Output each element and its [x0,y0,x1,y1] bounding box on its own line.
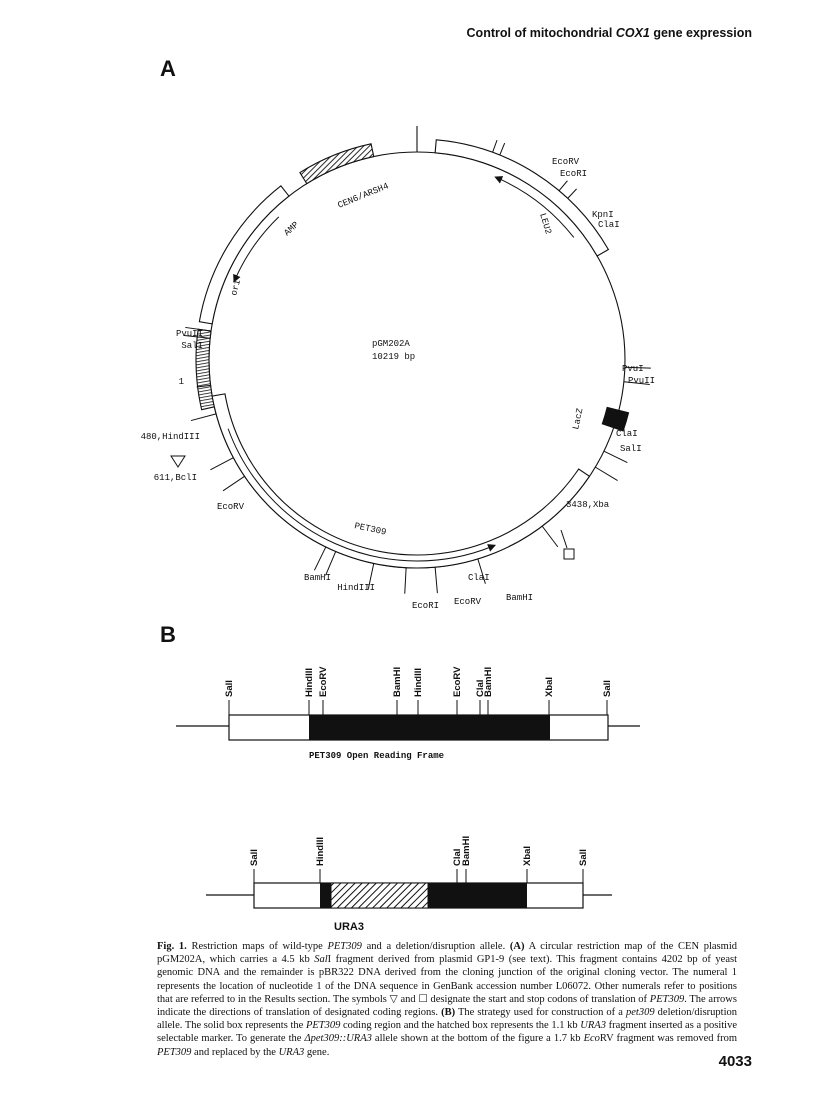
pet309-arrow [227,428,497,562]
site-tick [603,450,628,464]
site-tick [222,475,245,492]
site-label: EcoRV [454,597,482,607]
site-tick [499,142,506,156]
site-label: ClaI [475,680,486,697]
site-tick [623,381,650,385]
site-label: KpnI [592,210,614,220]
pet309-orf-caption: PET309 Open Reading Frame [309,751,444,761]
pet309-box [211,393,591,569]
site-tick [313,546,327,571]
feature-label-ori: ori [229,279,243,297]
site-tick [624,366,651,369]
site-label: ClaI [616,429,638,439]
site-label: EcoRI [412,601,439,611]
ura3-hatched-box [330,882,429,909]
page-number: 4033 [718,1053,752,1070]
site-label: HindIII [304,668,315,697]
site-tick [477,558,486,584]
site-label: EcoRV [552,157,580,167]
site-label: PvuI [622,364,644,374]
feature-label-cen6-arsh4: CEN6/ARSH4 [336,181,390,211]
site-label: BamHI [304,573,331,583]
site-label: SalI [249,849,260,866]
site-tick [434,567,438,594]
site-label: XbaI [522,846,533,866]
site-label: ClaI [598,220,620,230]
site-label: EcoRV [452,666,463,697]
site-label: ClaI [452,849,463,866]
site-tick [595,466,618,481]
site-tick [190,413,217,422]
site-label: EcoRV [318,666,329,697]
site-label: EcoRV [217,502,245,512]
site-label: BamHI [483,667,494,697]
site-tick [185,326,212,332]
site-label: PvuII [628,376,655,386]
site-tick [325,551,337,576]
site-label: SalI [602,680,613,697]
site-label: 480,HindIII [141,432,200,442]
site-label: BamHI [506,593,533,603]
amp-arrow [233,216,280,283]
site-label: BamHI [392,667,403,697]
stop-codon-square [563,548,575,560]
site-label: 3438,Xba [566,500,610,510]
site-label: SalI [620,444,642,454]
site-tick [184,335,211,339]
figure-caption: Fig. 1. Restriction maps of wild-type PE… [157,941,737,1058]
site-tick [367,563,375,589]
cen6-arsh4-box [299,143,375,185]
site-label: SalI [578,849,589,866]
site-tick [558,180,568,192]
feature-label-pet309: PET309 [353,521,387,538]
feature-label-leu2: LEU2 [537,212,553,236]
leu2-box [434,139,610,257]
plasmid-circle-group: CEN6/ARSH4LEU2AMPoriLacZPET309EcoRVEcoRI… [141,126,655,611]
site-label: EcoRI [560,169,587,179]
lacz-box [601,406,630,432]
site-label: HindIII [337,583,375,593]
site-tick [541,525,559,548]
site-tick [492,139,498,153]
running-head: Control of mitochondrial COX1 gene expre… [466,26,752,40]
feature-label-lacz: LacZ [571,407,585,431]
ura3-label: URA3 [334,921,364,930]
amp-box [198,185,290,325]
site-tick [404,567,407,594]
leu2-arrow [494,176,575,238]
start-codon-triangle [170,455,186,468]
site-tick [567,188,577,199]
site-label: ClaI [468,573,490,583]
site-label: SalI [181,341,203,351]
panel-a-label: A [160,56,176,81]
site-label: PvuII [176,329,203,339]
site-label: HindIII [315,837,326,866]
site-label: BamHI [461,836,472,866]
site-label: 1 [179,377,184,387]
site-label: SalI [224,680,235,697]
plasmid-map: CEN6/ARSH4LEU2AMPoriLacZPET309EcoRVEcoRI… [141,126,655,611]
plasmid-size: 10219 bp [372,352,415,362]
panel-b-label: B [160,622,176,647]
site-tick [196,384,211,388]
plasmid-name: pGM202A [372,339,410,349]
feature-label-amp: AMP [282,220,301,238]
site-tick [210,457,234,471]
site-label: HindIII [413,668,424,697]
site-label: 611,BclI [154,473,197,483]
pet309-coding-box [309,715,550,740]
site-label: XbaI [544,677,555,697]
